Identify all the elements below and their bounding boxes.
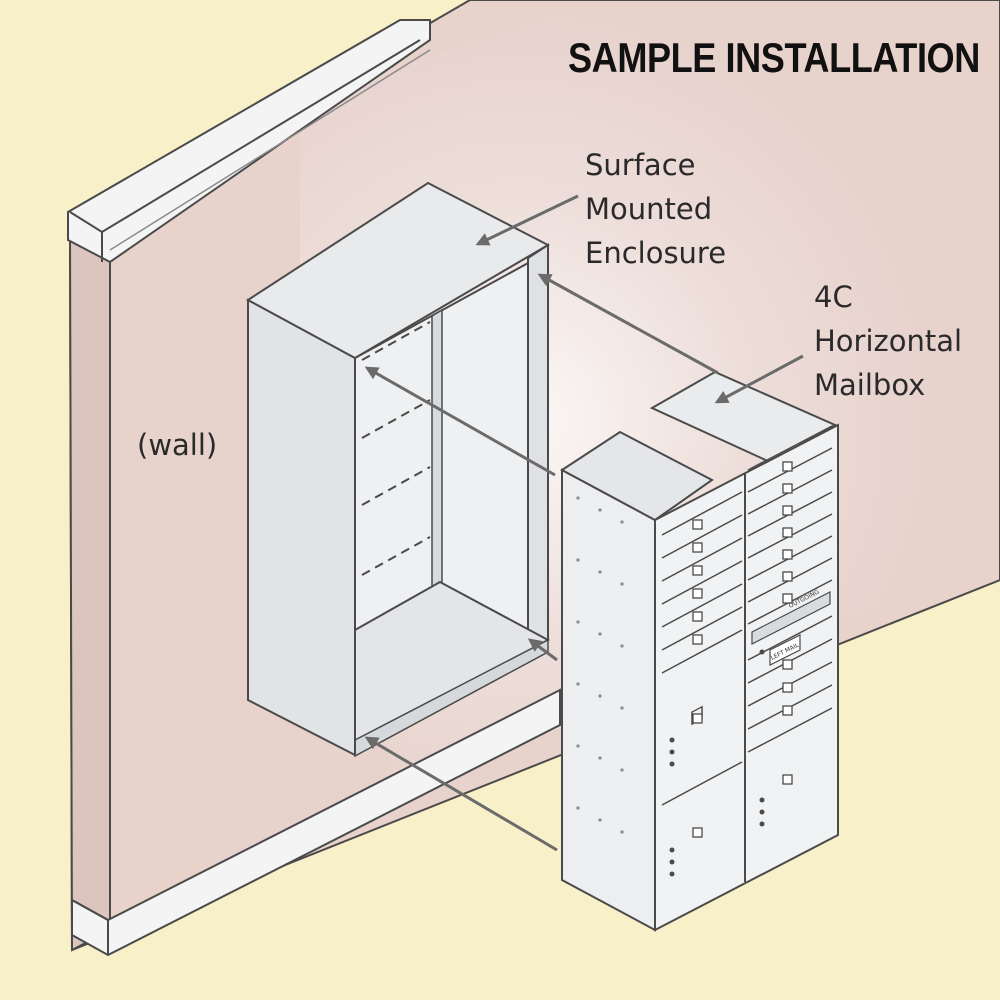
mailbox-label-line: 4C	[814, 280, 853, 314]
enclosure-label-line: Mounted	[585, 192, 713, 226]
arrow-top-left	[364, 366, 556, 477]
enclosure-label-line: Enclosure	[585, 236, 727, 270]
arrow-enclosure-label	[475, 194, 579, 246]
baseboard	[71, 688, 561, 957]
arrow-mailbox-label	[714, 354, 804, 404]
arrow-bottom-left	[364, 736, 558, 852]
mailbox-label: 4C Horizontal Mailbox	[814, 275, 962, 407]
arrow-top-right	[537, 273, 719, 375]
4c-horizontal-mailbox: OUTGOING LEFT MAIL	[560, 370, 839, 932]
mailbox-label-line: Mailbox	[814, 368, 926, 402]
mailbox-label-line: Horizontal	[814, 324, 963, 358]
top-molding	[67, 19, 431, 264]
arrows	[364, 194, 804, 852]
enclosure-label-line: Surface	[585, 148, 696, 182]
diagram-title: SAMPLE INSTALLATION	[568, 34, 980, 81]
surface-mounted-enclosure	[246, 181, 551, 758]
wall-label: (wall)	[137, 428, 218, 462]
enclosure-label: Surface Mounted Enclosure	[585, 143, 726, 275]
arrow-bottom-right	[527, 638, 558, 662]
